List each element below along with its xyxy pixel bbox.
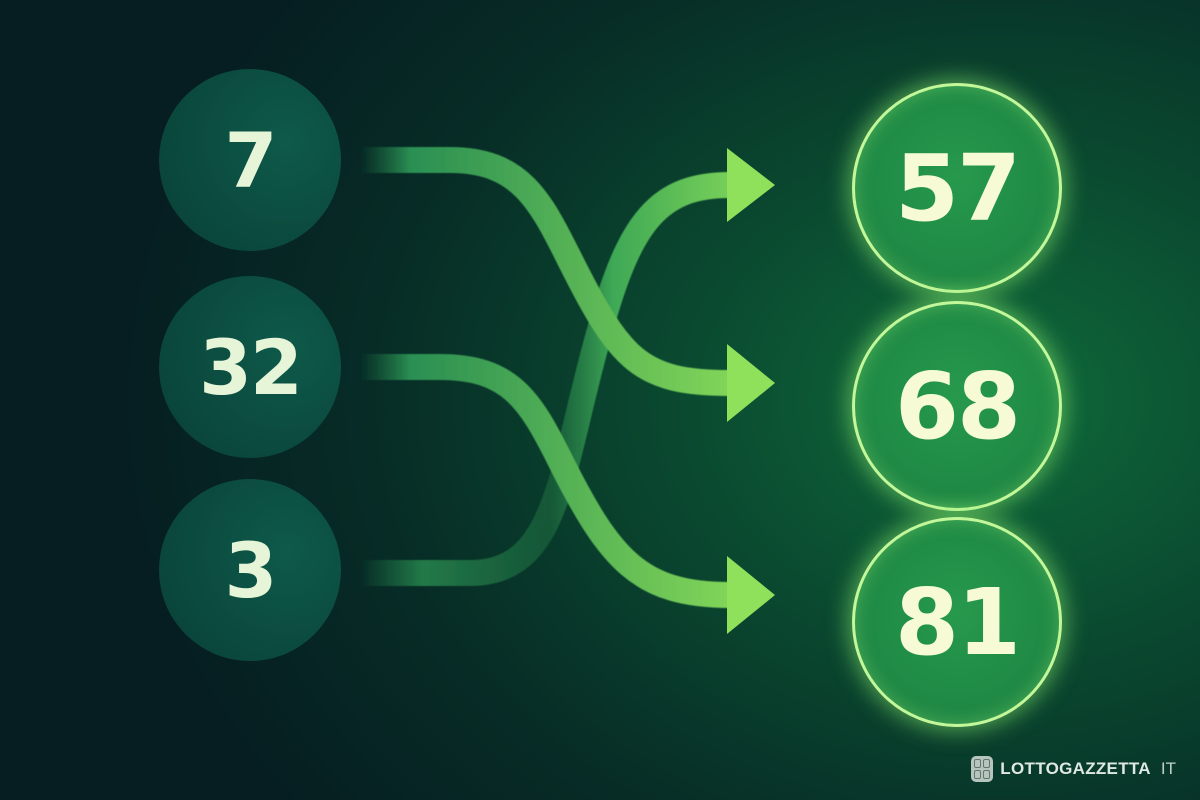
target-number-81: 81	[852, 517, 1062, 727]
source-number-3: 3	[159, 479, 341, 661]
number-label: 57	[894, 134, 1021, 242]
source-number-32: 32	[159, 276, 341, 458]
number-label: 3	[224, 525, 278, 615]
source-number-7: 7	[159, 69, 341, 251]
arrow-32-to-81	[360, 354, 775, 634]
target-number-68: 68	[852, 301, 1062, 511]
arrow-3-to-57	[360, 148, 775, 586]
brand-watermark: LOTTOGAZZETTA IT	[971, 756, 1176, 782]
number-label: 7	[224, 115, 278, 205]
number-label: 68	[894, 352, 1021, 460]
number-label: 32	[199, 322, 303, 412]
arrow-7-to-68	[360, 147, 775, 422]
brand-name: LOTTOGAZZETTA	[1000, 759, 1151, 778]
target-number-57: 57	[852, 83, 1062, 293]
number-label: 81	[894, 568, 1021, 676]
lotto-ticket-icon	[971, 756, 994, 782]
brand-tld: IT	[1160, 759, 1176, 778]
